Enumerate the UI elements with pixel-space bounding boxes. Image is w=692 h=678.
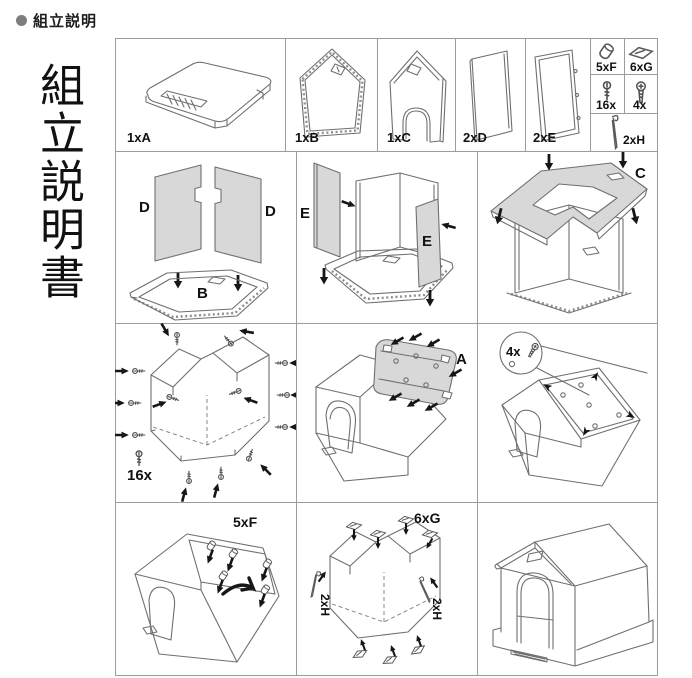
step-5-drawing: [315, 330, 464, 482]
step-2-panel: E E: [296, 151, 477, 323]
step8-pin-right-label: 2xH: [430, 598, 444, 621]
parts-cell-front-c: 1xC: [377, 38, 455, 151]
parts-cell-panel-d: 2xD: [455, 38, 525, 151]
step-8-panel: 6xG 2xH 2xH: [296, 502, 477, 676]
step6-count-label: 4x: [506, 344, 521, 359]
step2-panel-right-label: E: [422, 233, 433, 250]
page-title: 組立説明: [33, 13, 98, 30]
step8-pin-left-label: 2xH: [318, 594, 332, 617]
step-7-panel: 5xF: [115, 502, 296, 676]
hardware-screw-large-label: 4x: [633, 98, 647, 112]
step1-panel-left-label: D: [139, 199, 150, 216]
part-e-label: 2xE: [533, 130, 557, 145]
cap-g-icon: [629, 46, 653, 60]
hardware-g-label: 6xG: [630, 60, 653, 74]
step-1-drawing: [129, 164, 269, 321]
grid-lines: [115, 38, 658, 676]
step5-roof-label: A: [456, 351, 467, 368]
step-9-panel: [477, 502, 658, 676]
bullet-icon: [16, 15, 27, 26]
step-3-drawing: [490, 152, 648, 314]
part-b-label: 1xB: [295, 130, 319, 145]
part-e-drawing: [534, 49, 581, 142]
part-c-label: 1xC: [387, 130, 411, 145]
parts-cell-panel-e: 2xE: [525, 38, 590, 151]
step2-panel-left-label: E: [300, 205, 311, 222]
step8-count-label: 6xG: [414, 510, 441, 526]
step3-top-label: C: [635, 165, 646, 182]
step-5-panel: A: [296, 323, 477, 502]
cap-f-icon: [597, 41, 616, 61]
page-header: 組立説明: [16, 10, 97, 31]
step7-count-label: 5xF: [233, 514, 258, 530]
step-8-drawing: [307, 515, 441, 667]
part-d-drawing: [469, 50, 513, 143]
pin-h-icon: [611, 114, 619, 150]
step-7-drawing: [134, 533, 280, 663]
part-d-label: 2xD: [463, 130, 487, 145]
part-a-label: 1xA: [127, 130, 151, 145]
hardware-grid: 5xF 6xG 16x 4x 2xH: [590, 38, 658, 151]
part-a-drawing: [145, 61, 272, 129]
booklet-title-vertical: 組立説明書: [33, 62, 84, 302]
step-1-panel: D D B: [115, 151, 296, 323]
parts-cell-base-a: 1xA: [115, 38, 285, 151]
step-6-drawing: [499, 331, 648, 487]
step-6-panel: 4x: [477, 323, 658, 502]
parts-cell-back-b: 1xB: [285, 38, 377, 151]
step1-panel-right-label: D: [265, 203, 276, 220]
step-9-drawing: [492, 523, 654, 667]
step-4-panel: 16x: [115, 323, 296, 502]
part-c-drawing: [389, 50, 447, 143]
step1-base-label: B: [197, 285, 208, 302]
step-3-panel: C: [477, 151, 658, 323]
hardware-screw-small-label: 16x: [596, 98, 617, 112]
hardware-h-label: 2xH: [623, 133, 646, 147]
part-b-drawing: [299, 48, 366, 138]
instruction-grid: 1xA 1xB 1xC: [115, 38, 658, 676]
step4-count-label: 16x: [127, 467, 153, 484]
hardware-f-label: 5xF: [596, 60, 617, 74]
step-2-drawing: [313, 162, 457, 307]
step-4-drawing: [115, 323, 296, 502]
